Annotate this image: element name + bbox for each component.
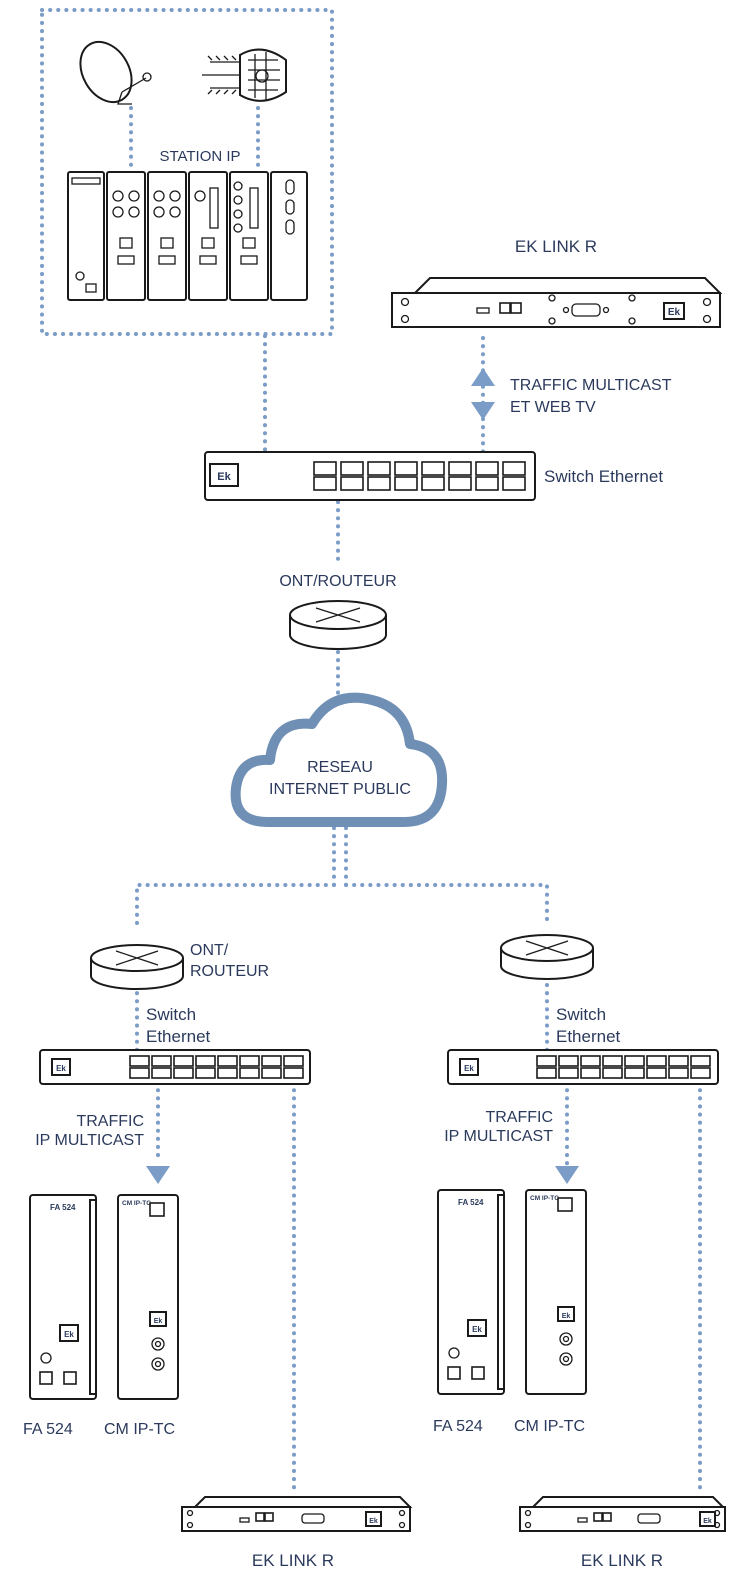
ek-logo: Ek [703, 1518, 712, 1525]
cm-ip-tc-left: CM IP-TC Ek [117, 1194, 179, 1400]
station-ip-rack [67, 171, 308, 301]
ek-link-r-right-label: EK LINK R [581, 1551, 663, 1570]
switch-ports [129, 1055, 304, 1079]
ont-router-top [289, 600, 387, 650]
fa524-right-label: FA 524 [433, 1418, 483, 1435]
switch-left-label-line2: Ethernet [146, 1027, 211, 1046]
cm-ip-tc-panel-label: CM IP-TC [530, 1195, 559, 1202]
ek-logo: Ek [369, 1518, 378, 1525]
cloud-label-line2: INTERNET PUBLIC [269, 781, 411, 798]
cloud-icon [230, 692, 448, 827]
ont-routeur-top-label: ONT/ROUTEUR [279, 573, 396, 590]
station-module [229, 171, 269, 301]
headend-boundary [40, 8, 334, 336]
ek-logo: Ek [217, 471, 231, 483]
connection-lines [40, 8, 702, 1494]
cm-ip-tc-left-label: CM IP-TC [104, 1421, 175, 1438]
ek-link-r-top: Ek [391, 277, 723, 328]
switch-left-label-line1: Switch [146, 1005, 196, 1024]
ek-link-r-left: Ek [181, 1496, 413, 1532]
switch-right-label-line2: Ethernet [556, 1027, 621, 1046]
diagram-labels: STATION IP EK LINK R TRAFFIC MULTICAST E… [23, 143, 672, 1570]
arrow-down-left-icon [146, 1166, 170, 1184]
arrow-up-icon [471, 368, 495, 386]
ek-logo: Ek [562, 1313, 571, 1320]
ek-logo: Ek [56, 1064, 66, 1073]
switch-ports [536, 1055, 711, 1079]
ek-logo: Ek [154, 1318, 163, 1325]
fa524-left-label: FA 524 [23, 1421, 73, 1438]
ek-logo: Ek [668, 307, 681, 318]
cloud-label-line1: RESEAU [307, 759, 373, 776]
traffic-left-label-line1: TRAFFIC [76, 1113, 144, 1130]
terrestrial-antenna-icon [202, 48, 287, 102]
traffic-right-label-line1: TRAFFIC [485, 1109, 553, 1126]
satellite-dish-icon [79, 40, 152, 105]
fa524-right: FA 524 Ek [437, 1189, 505, 1395]
switch-right-label-line1: Switch [556, 1005, 606, 1024]
ont-left-label-line2: ROUTEUR [190, 963, 269, 980]
station-ip-label: STATION IP [159, 148, 240, 165]
ek-link-r-right: Ek [519, 1496, 726, 1532]
cm-ip-tc-right-label: CM IP-TC [514, 1418, 585, 1435]
traffic-right-label-line2: IP MULTICAST [444, 1128, 553, 1145]
traffic-left-label-line2: IP MULTICAST [35, 1132, 144, 1149]
cm-ip-tc-panel-label: CM IP-TC [122, 1200, 151, 1207]
ont-left-label-line1: ONT/ [190, 942, 229, 959]
station-module [106, 171, 146, 301]
fa524-panel-label: FA 524 [458, 1198, 484, 1207]
station-module [188, 171, 228, 301]
ont-router-right [500, 934, 594, 980]
cm-ip-tc-right: CM IP-TC Ek [525, 1189, 587, 1395]
ek-logo: Ek [64, 1330, 74, 1339]
ek-link-r-left-label: EK LINK R [252, 1551, 334, 1570]
station-module [147, 171, 187, 301]
link-branch-right [344, 883, 549, 927]
link-branch-left [135, 883, 336, 927]
fa524-left: FA 524 Ek [29, 1194, 97, 1400]
switch-ethernet-top: Ek [204, 451, 536, 501]
traffic-multicast-label-line2: ET WEB TV [510, 399, 596, 416]
switch-ports [313, 461, 526, 491]
station-module [270, 171, 308, 301]
ont-router-left [90, 944, 184, 990]
fa524-panel-label: FA 524 [50, 1203, 76, 1212]
ek-link-r-top-label: EK LINK R [515, 237, 597, 256]
ek-logo: Ek [464, 1064, 474, 1073]
ek-logo: Ek [472, 1325, 482, 1334]
switch-ethernet-right: Ek [447, 1049, 719, 1085]
traffic-multicast-label-line1: TRAFFIC MULTICAST [510, 377, 672, 394]
switch-ethernet-left: Ek [39, 1049, 311, 1085]
arrow-down-right-icon [555, 1166, 579, 1184]
arrow-down-icon [471, 402, 495, 420]
switch-ethernet-top-label: Switch Ethernet [544, 467, 663, 486]
